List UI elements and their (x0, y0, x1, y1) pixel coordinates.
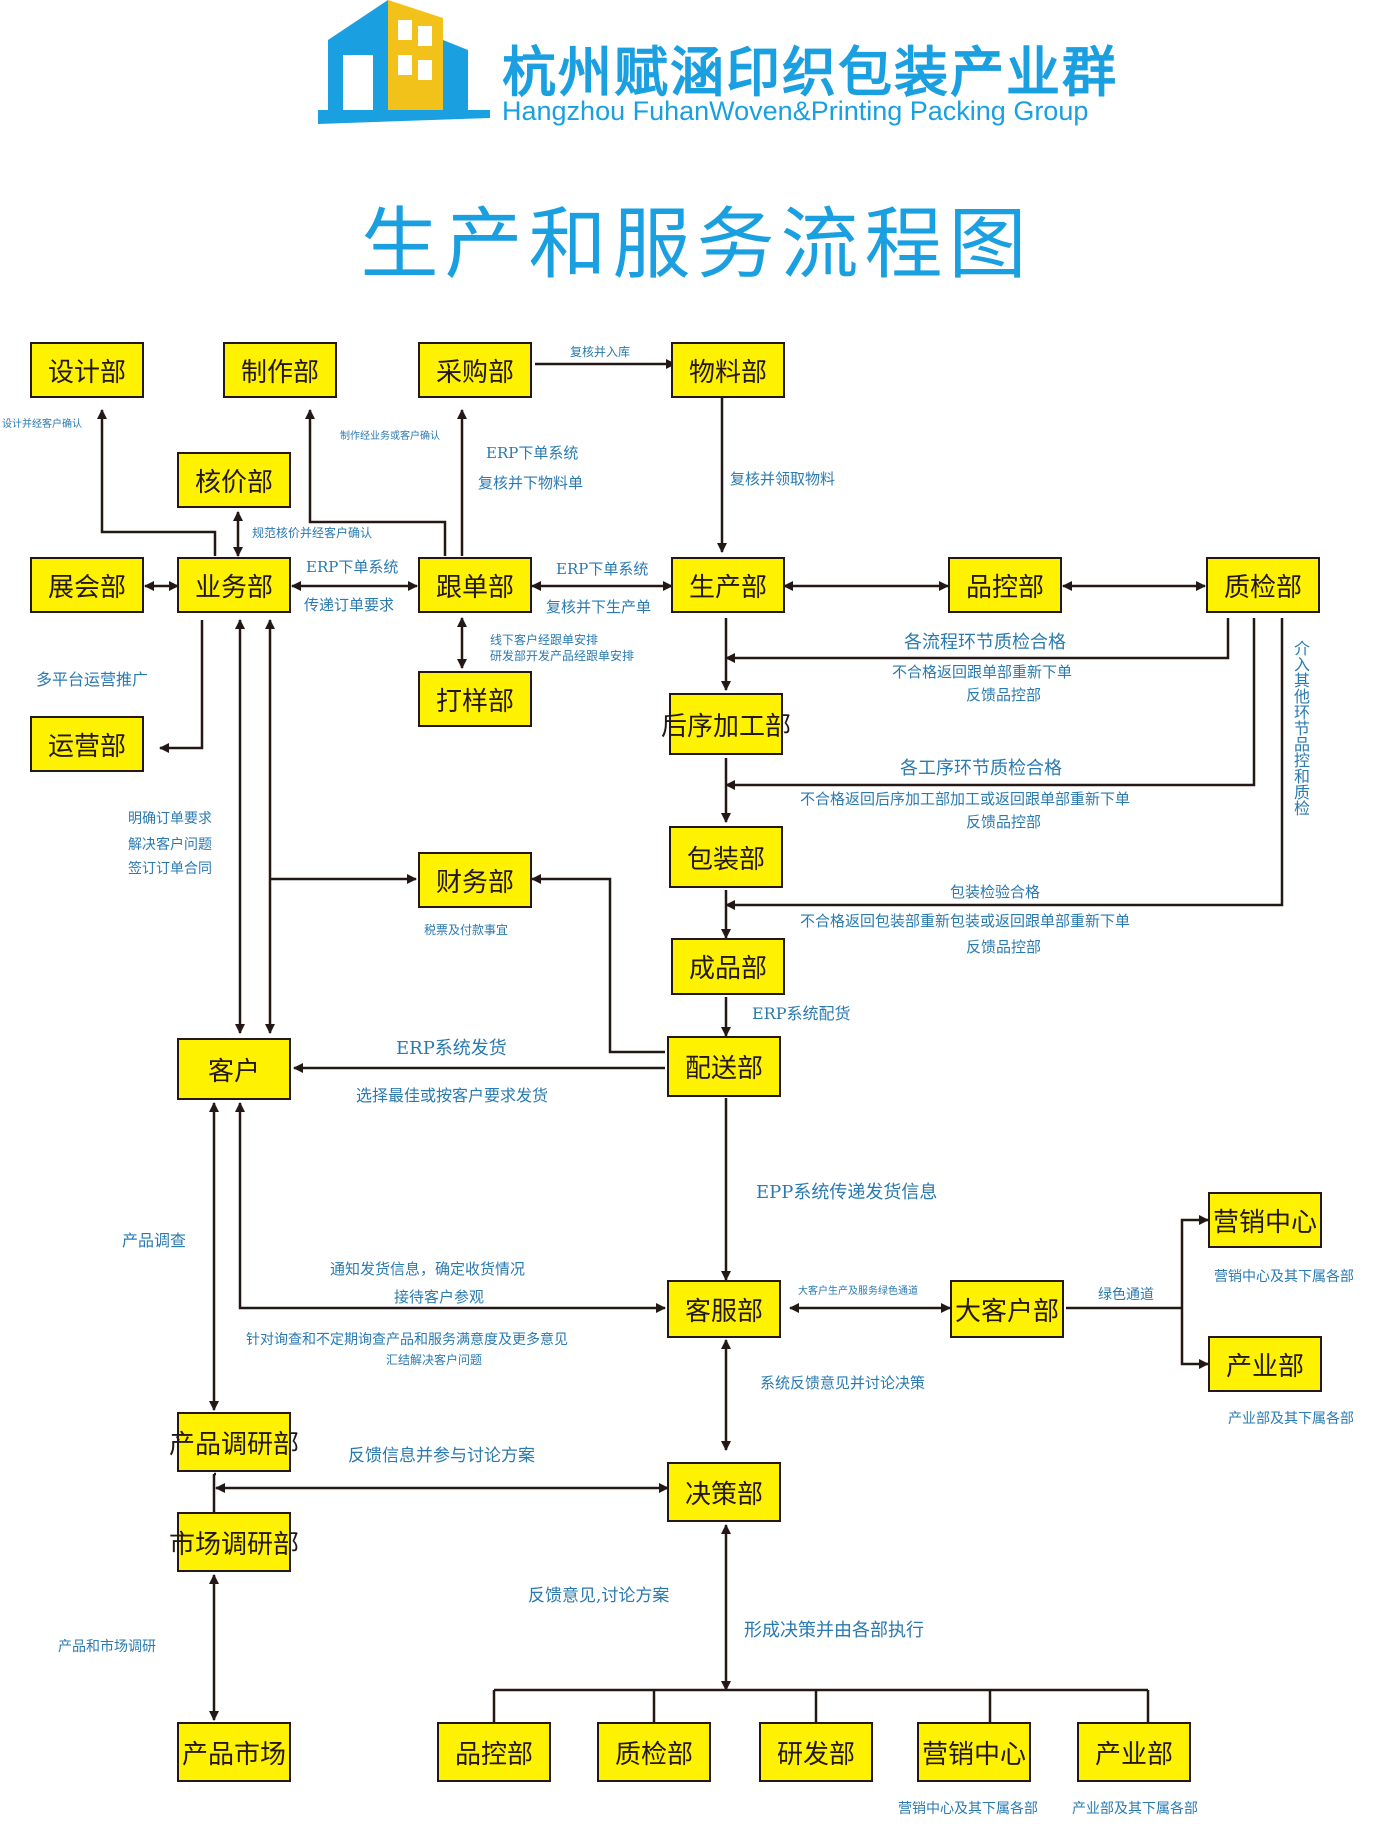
node-bottom-rd: 研发部 (759, 1722, 873, 1782)
node-business: 业务部 (177, 557, 291, 613)
brand-name-cn: 杭州赋涵印织包装产业群 (502, 41, 1118, 104)
node-production: 生产部 (671, 557, 785, 613)
label-qc-step-fail: 不合格返回后序加工部加工或返回跟单部重新下单 (800, 790, 1131, 808)
label-sample-2: 研发部开发产品经跟单安排 (490, 649, 635, 663)
label-qc-proc-feedback: 反馈品控部 (966, 686, 1042, 704)
label-pack-feedback: 反馈品控部 (966, 938, 1042, 956)
label-qc-step-feedback: 反馈品控部 (966, 813, 1042, 831)
label-qc-step-pass: 各工序环节质检合格 (900, 758, 1062, 779)
label-pack-pass: 包装检验合格 (950, 883, 1041, 901)
label-erp-order: ERP下单系统 (486, 444, 579, 462)
label-pricing-confirm: 规范核价并经客户确认 (252, 526, 373, 540)
label-clear-2: 解决客户问题 (128, 837, 212, 853)
node-product-market: 产品市场 (177, 1722, 291, 1782)
page-title: 生产和服务流程图 (360, 200, 1033, 290)
label-make-confirm: 制作经业务或客户确认 (340, 431, 440, 442)
label-pack-fail: 不合格返回包装部重新包装或返回跟单部重新下单 (800, 912, 1131, 930)
label-sys-feedback: 系统反馈意见并讨论决策 (760, 1374, 926, 1392)
node-qc-inspect: 质检部 (1206, 557, 1320, 613)
node-make: 制作部 (223, 342, 337, 398)
label-purchase-review: 复核并入库 (570, 345, 631, 359)
node-material: 物料部 (671, 342, 785, 398)
label-review-production: 复核并下生产单 (546, 598, 652, 616)
label-erp-dist: ERP系统配货 (752, 1004, 851, 1023)
label-epp-info: EPP系统传递发货信息 (756, 1182, 938, 1203)
node-decision: 决策部 (667, 1462, 781, 1522)
node-finance: 财务部 (418, 852, 532, 908)
node-expo: 展会部 (30, 557, 144, 613)
node-packaging: 包装部 (669, 826, 783, 888)
label-market-research: 产品和市场调研 (58, 1639, 156, 1655)
label-industry-sub: 产业部及其下属各部 (1228, 1411, 1354, 1427)
node-customer: 客户 (177, 1038, 291, 1100)
label-review-pick: 复核并领取物料 (730, 470, 836, 488)
label-qc-other: 介入其他环节品控和质检 (1291, 640, 1310, 816)
label-bottom-marketing-sub: 营销中心及其下属各部 (898, 1801, 1038, 1817)
label-erp-ship: ERP系统发货 (396, 1038, 507, 1059)
node-pricing: 核价部 (177, 452, 291, 508)
label-erp-order-3: ERP下单系统 (556, 560, 649, 578)
label-feedback-discuss: 反馈信息并参与讨论方案 (348, 1446, 535, 1466)
label-clear-1: 明确订单要求 (128, 811, 212, 827)
label-clear-3: 签订订单合同 (128, 861, 212, 877)
label-design-confirm: 设计并经客户确认 (2, 419, 82, 430)
label-notify-1: 通知发货信息，确定收货情况 (330, 1260, 526, 1278)
node-post-process: 后序加工部 (661, 693, 791, 755)
label-qc-proc-fail: 不合格返回跟单部重新下单 (892, 663, 1073, 681)
node-sample: 打样部 (418, 671, 532, 727)
node-design: 设计部 (30, 342, 144, 398)
node-bottom-qc-control: 品控部 (437, 1722, 551, 1782)
label-marketing-sub: 营销中心及其下属各部 (1214, 1269, 1354, 1285)
node-qc-control: 品控部 (948, 557, 1062, 613)
label-review-material-order: 复核并下物料单 (478, 474, 584, 492)
node-finished: 成品部 (671, 938, 785, 995)
node-bottom-marketing: 营销中心 (917, 1722, 1031, 1782)
node-product-research: 产品调研部 (169, 1412, 299, 1472)
label-feedback-plan: 反馈意见,讨论方案 (528, 1586, 670, 1606)
node-operations: 运营部 (30, 716, 144, 772)
node-service: 客服部 (667, 1280, 781, 1338)
node-industry: 产业部 (1208, 1336, 1322, 1392)
node-order-follow: 跟单部 (418, 557, 532, 613)
node-delivery: 配送部 (667, 1036, 781, 1097)
label-execute: 形成决策并由各部执行 (744, 1620, 924, 1641)
label-pass-order: 传递订单要求 (304, 596, 395, 614)
label-qc-proc-pass: 各流程环节质检合格 (904, 632, 1066, 653)
label-survey-2: 汇结解决客户问题 (386, 1353, 483, 1367)
header: 杭州赋涵印织包装产业群 Hangzhou FuhanWoven&Printing… (0, 0, 1393, 140)
label-tax: 税票及付款事宜 (424, 923, 509, 937)
label-bottom-industry-sub: 产业部及其下属各部 (1072, 1801, 1198, 1817)
label-sample-1: 线下客户经跟单安排 (490, 633, 599, 647)
label-green-key: 大客户生产及服务绿色通道 (798, 1286, 918, 1297)
node-marketing-center: 营销中心 (1208, 1192, 1322, 1248)
node-market-research: 市场调研部 (169, 1512, 299, 1572)
label-green: 绿色通道 (1098, 1287, 1154, 1303)
label-survey-1: 针对询查和不定期询查产品和服务满意度及更多意见 (246, 1332, 568, 1348)
company-logo (318, 0, 490, 124)
label-best-ship: 选择最佳或按客户要求发货 (356, 1086, 549, 1105)
node-bottom-qc-inspect: 质检部 (597, 1722, 711, 1782)
label-notify-2: 接待客户参观 (394, 1288, 485, 1306)
label-erp-order-2: ERP下单系统 (306, 558, 399, 576)
label-product-survey: 产品调查 (122, 1231, 187, 1250)
brand-name-en: Hangzhou FuhanWoven&Printing Packing Gro… (502, 96, 1089, 126)
node-key-account: 大客户部 (950, 1280, 1064, 1338)
node-purchase: 采购部 (418, 342, 532, 398)
node-bottom-industry: 产业部 (1077, 1722, 1191, 1782)
label-promo: 多平台运营推广 (36, 670, 149, 689)
